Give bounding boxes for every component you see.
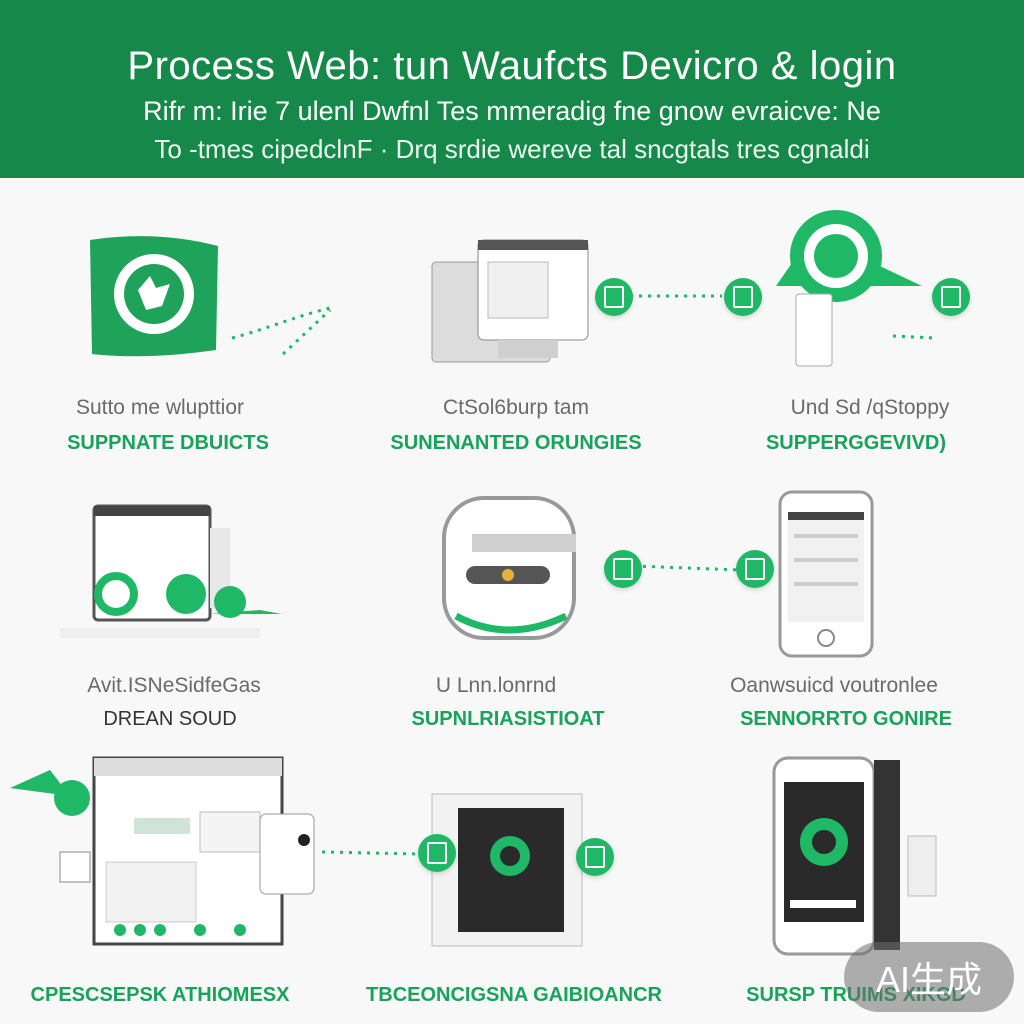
- phone-chat-illustration: [776, 210, 922, 367]
- step-5-label: SUPNLRIASISTIOAT: [411, 708, 605, 730]
- process-diagram: Sutto me wlupttior SUPPNATE DBUICTS CtSo…: [0, 178, 1024, 1024]
- page-subtitle-2: To -tmes cipedclnF · Drq srdie wereve ta…: [154, 134, 870, 164]
- smartphone-app-illustration: [772, 756, 937, 956]
- smartphone-illustration: [778, 490, 874, 658]
- tablet-illustration: [431, 793, 583, 947]
- appliance-illustration: [442, 496, 576, 640]
- laptop-illustration: [60, 504, 282, 638]
- connector-1: [231, 306, 331, 340]
- page-subtitle: Rifr m: Irie 7 ulenl Dwfnl Tes mmeradig …: [143, 96, 881, 126]
- connector-4: [633, 564, 741, 572]
- document-icon: [604, 550, 642, 588]
- header-banner: Process Web: tun Waufcts Devicro & login…: [0, 0, 1024, 178]
- ai-generated-watermark: AI生成: [844, 942, 1014, 1012]
- step-3-label: SUPPERGGEVIVD): [765, 432, 947, 454]
- step-2-caption: CtSol6burp tam: [443, 396, 589, 419]
- document-icon: [595, 278, 633, 316]
- document-icon: [576, 838, 614, 876]
- connector-1b: [281, 308, 332, 356]
- step-6-label: SENNORRTO GONIRE: [740, 708, 952, 730]
- page-title: Process Web: tun Waufcts Devicro & login: [127, 44, 897, 88]
- step-8-label: TBCEONCIGSNA GAIBIOANCR: [366, 984, 662, 1006]
- step-1-caption: Sutto me wlupttior: [75, 396, 245, 419]
- document-icon: [418, 834, 456, 872]
- document-icon: [932, 278, 970, 316]
- connector-lines: [231, 294, 936, 856]
- step-3-caption: Und Sd /qStoppy: [790, 396, 950, 419]
- chat-logo-icon: [90, 236, 218, 357]
- step-1-label: SUPPNATE DBUICTS: [67, 432, 269, 454]
- step-6-caption: Oanwsuicd voutronlee: [730, 674, 938, 697]
- document-icon: [736, 550, 774, 588]
- connector-5: [321, 850, 421, 856]
- step-7-label: CPESCSEPSK ATHIOMESX: [30, 984, 290, 1006]
- desktop-window-illustration: [431, 239, 589, 363]
- step-2-label: SUNENANTED ORUNGIES: [390, 432, 642, 454]
- step-4-caption: Avit.ISNeSidfeGas: [87, 674, 261, 697]
- step-5-caption: U Lnn.lonrnd: [435, 674, 557, 697]
- step-4-label: DREAN SOUD: [103, 708, 237, 730]
- browser-window-illustration: [10, 756, 315, 946]
- document-icon: [724, 278, 762, 316]
